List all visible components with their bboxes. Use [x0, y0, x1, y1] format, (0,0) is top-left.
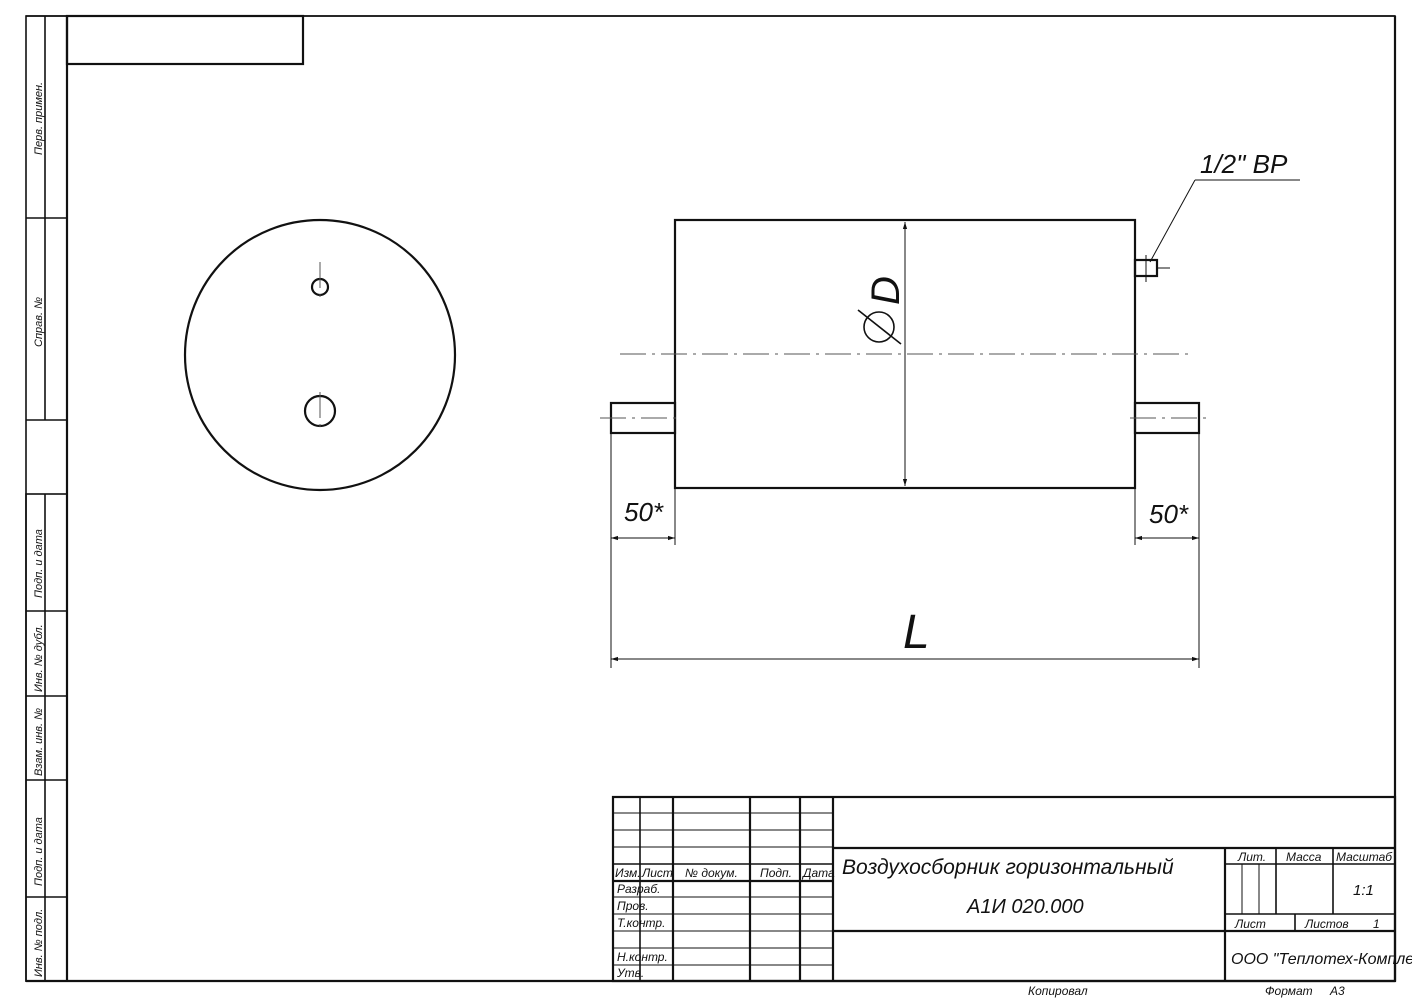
- sheets-value: 1: [1373, 917, 1380, 931]
- row-razrab: Разраб.: [617, 882, 660, 896]
- lit-label: Лит.: [1237, 850, 1266, 864]
- front-view: [600, 218, 1212, 490]
- sheets-label: Листов: [1304, 917, 1349, 931]
- col-izm: Изм.: [615, 866, 641, 880]
- side-stamps: Перв. примен. Справ. № Подп. и дата Инв.…: [25, 16, 68, 982]
- row-utv: Утв.: [616, 966, 644, 980]
- row-nkontr: Н.контр.: [617, 950, 668, 964]
- stamp-inv-podl: Инв. № подл.: [33, 909, 45, 977]
- designation-box: [65, 14, 305, 66]
- right-offset-label: 50*: [1149, 499, 1189, 529]
- massa-label: Масса: [1286, 850, 1322, 864]
- stamp-podp-data-1: Подп. и дата: [33, 529, 45, 598]
- offset-dimensions: 50* 50* L: [610, 433, 1200, 668]
- diameter-label: D: [864, 276, 908, 305]
- title-block: Изм. Лист № докум. Подп. Дата Разраб. Пр…: [611, 795, 1412, 983]
- masshtab-label: Масштаб: [1336, 850, 1393, 864]
- col-list: Лист: [641, 866, 673, 880]
- port-label: 1/2" ВР: [1200, 149, 1288, 179]
- sheet-label: Лист: [1234, 917, 1266, 931]
- format-value: А3: [1329, 984, 1345, 998]
- stamp-sprav-no: Справ. №: [33, 297, 45, 347]
- document-name: Воздухосборник горизонтальный: [842, 856, 1174, 879]
- row-prov: Пров.: [617, 899, 649, 913]
- port-leader: 1/2" ВР: [1149, 149, 1300, 263]
- col-doc: № докум.: [685, 866, 738, 880]
- kopiroval-label: Копировал: [1028, 984, 1088, 998]
- stamp-vzam-inv: Взам. инв. №: [33, 708, 45, 776]
- col-podp: Подп.: [760, 866, 792, 880]
- diameter-dimension: D: [857, 222, 908, 486]
- end-view: [183, 218, 457, 492]
- stamp-perv-primen: Перв. примен.: [33, 82, 45, 155]
- document-code: А1И 020.000: [966, 896, 1084, 918]
- scale-value: 1:1: [1353, 882, 1374, 899]
- tank-end-circle: [183, 218, 457, 492]
- col-data: Дата: [801, 866, 835, 880]
- company-name: ООО "Теплотех-Комплект": [1231, 951, 1412, 968]
- left-offset-label: 50*: [624, 497, 664, 527]
- outer-frame: [25, 15, 1396, 982]
- length-label: L: [903, 606, 930, 659]
- stamp-inv-dubl: Инв. № дубл.: [33, 624, 45, 692]
- stamp-podp-data-2: Подп. и дата: [33, 817, 45, 886]
- row-tkontr: Т.контр.: [617, 916, 665, 930]
- format-label: Формат: [1265, 984, 1313, 998]
